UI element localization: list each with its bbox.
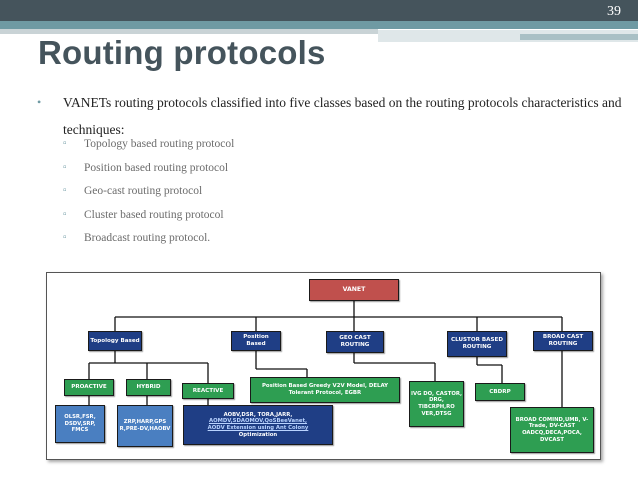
list-item-text: Position based routing protocol xyxy=(84,161,229,174)
reactive-protocols-node: AOBV,DSR, TORA,JARR, AOMDV,SDAOMOV,QoSBe… xyxy=(183,405,333,445)
slide-number: 39 xyxy=(607,4,621,19)
position-based-node: Position Based xyxy=(231,331,281,351)
position-protocols-node: Position Based Greedy V2V Model, DELAY T… xyxy=(250,377,400,403)
bullet-text: VANETs routing protocols classified into… xyxy=(63,95,622,137)
broadcast-protocols-node: BROAD COMIND,UMB, V-Trade, DV-CAST OADCQ… xyxy=(510,407,594,453)
header-bar xyxy=(0,0,638,21)
hybrid-protocols-node: ZRP,HARP,GPS R,PRE-DV,HAOBV xyxy=(117,405,173,447)
cbdrp-node: CBDRP xyxy=(475,383,525,401)
bullet-icon: • xyxy=(37,95,42,109)
square-bullet-icon: ▫ xyxy=(63,138,67,149)
reactive-protocols-line2: AOMDV,SDAOMOV,QoSBeeVanet, xyxy=(208,418,308,425)
square-bullet-icon: ▫ xyxy=(63,232,67,243)
list-item-text: Geo-cast routing protocol xyxy=(84,185,203,197)
square-bullet-icon: ▫ xyxy=(63,161,67,173)
geocast-protocols-node: IVG DO, CASTOR, DRG, TIBCRPH,RO VER,DTSG xyxy=(409,381,464,427)
list-item-text: Broadcast routing protocol. xyxy=(84,232,211,244)
vanet-classification-diagram: VANET Topology Based Position Based GEO … xyxy=(46,272,601,460)
reactive-protocols-line1: AOBV,DSR, TORA,JARR, xyxy=(223,411,293,418)
connector-lines xyxy=(88,301,563,407)
square-bullet-icon: ▫ xyxy=(63,185,67,196)
reactive-protocols-line4: Optimization xyxy=(238,431,278,438)
header-accent-bar xyxy=(0,21,638,29)
geo-cast-routing-node: GEO CAST ROUTING xyxy=(326,331,384,353)
topology-based-node: Topology Based xyxy=(88,331,142,351)
slide-title: Routing protocols xyxy=(38,34,326,71)
proactive-node: PROACTIVE xyxy=(64,379,114,396)
title-divider xyxy=(0,29,378,34)
vanet-root-node: VANET xyxy=(309,279,399,301)
list-item-text: Cluster based routing protocol xyxy=(84,208,224,221)
proactive-protocols-node: OLSR,FSR, DSDV,SRP, FMCS xyxy=(55,405,105,443)
cluster-based-routing-node: CLUSTOR BASED ROUTING xyxy=(447,331,507,357)
list-item-text: Topology based routing protocol xyxy=(84,138,235,150)
reactive-protocols-line3: AODV Extension using Ant Colony xyxy=(207,425,309,431)
broadcast-routing-node: BROAD CAST ROUTING xyxy=(533,331,593,351)
title-divider-accent xyxy=(520,34,638,40)
square-bullet-icon: ▫ xyxy=(63,208,67,220)
reactive-node: REACTIVE xyxy=(182,383,234,399)
hybrid-node: HYBRID xyxy=(126,379,171,396)
